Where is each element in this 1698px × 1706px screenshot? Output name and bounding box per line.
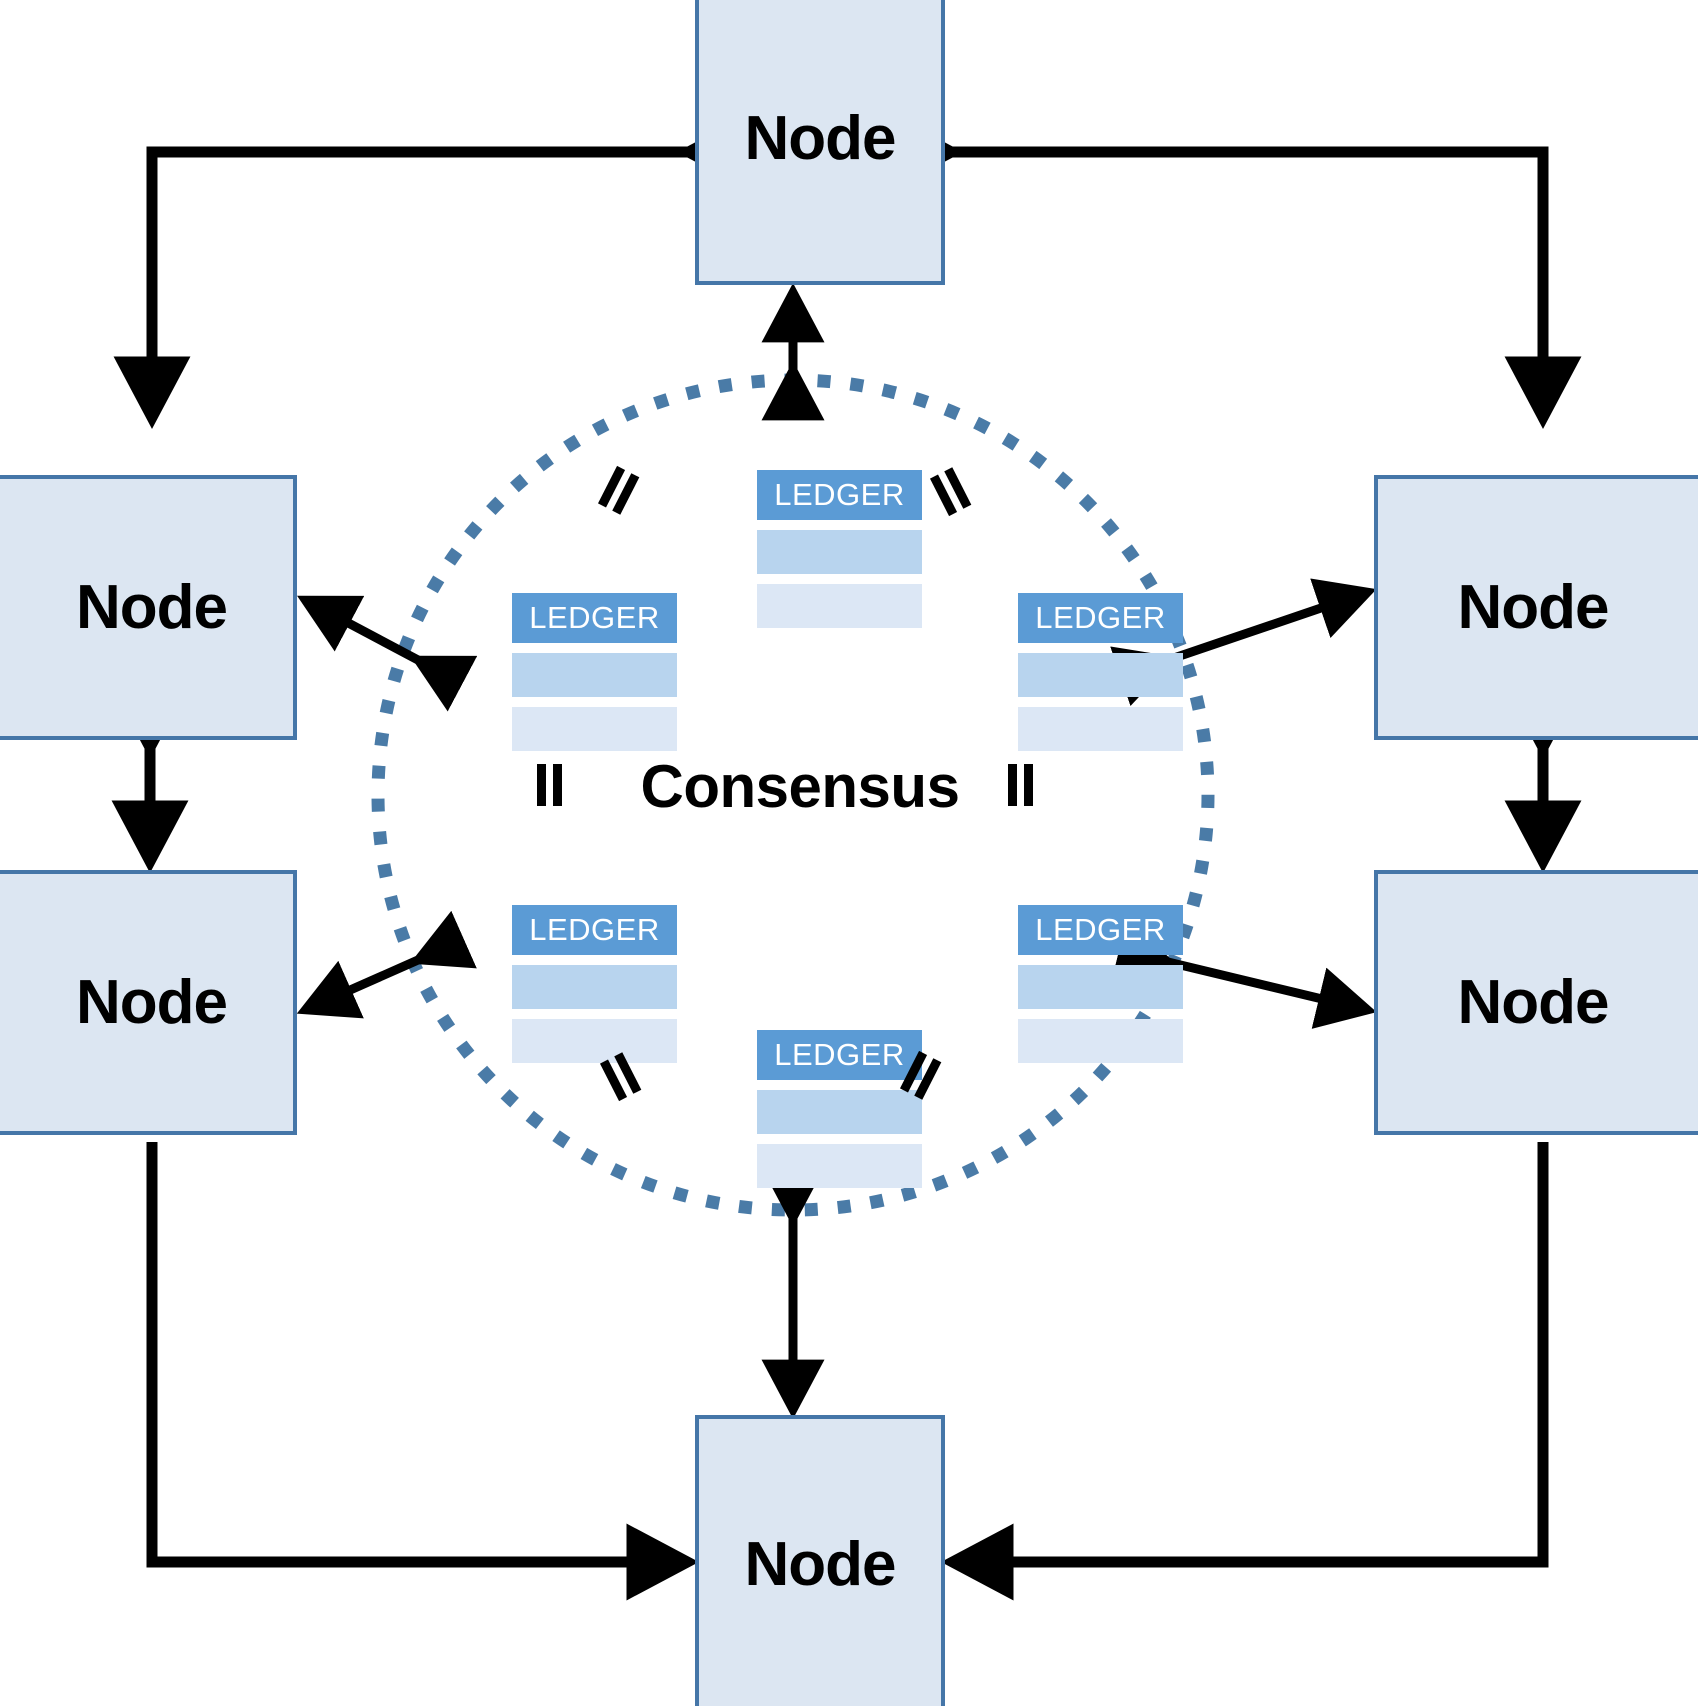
ledger-lower-right-row-2 (1018, 1019, 1183, 1063)
ledger-top[interactable]: LEDGER (757, 470, 922, 628)
node-bottom-label: Node (744, 1529, 897, 1599)
ledger-lower-left-header: LEDGER (512, 905, 677, 955)
ledger-upper-left-header: LEDGER (512, 593, 677, 643)
ledger-top-row-2 (757, 584, 922, 628)
node-left-lower[interactable]: Node (0, 870, 297, 1135)
ledger-bottom-header: LEDGER (757, 1030, 922, 1080)
ledger-upper-left-row-2 (512, 707, 677, 751)
node-left-upper[interactable]: Node (0, 475, 297, 740)
node-left-lower-label: Node (76, 967, 228, 1037)
equals-icon-top-right (927, 465, 976, 518)
ledger-bottom[interactable]: LEDGER (757, 1030, 922, 1188)
node-bottom[interactable]: Node (695, 1415, 945, 1706)
ledger-top-row-1 (757, 530, 922, 574)
node-right-lower-label: Node (1457, 967, 1610, 1037)
equals-icon-mid-left (534, 764, 568, 806)
ledger-upper-right-row-2 (1018, 707, 1183, 751)
ledger-lower-right-row-1 (1018, 965, 1183, 1009)
arrow-right-lower-to-bottom (940, 1142, 1549, 1601)
arrow-top-to-left-upper (113, 113, 750, 430)
ledger-bottom-row-2 (757, 1144, 922, 1188)
arrow-circle-to-node-left-lower (296, 910, 477, 1019)
node-right-upper[interactable]: Node (1374, 475, 1698, 740)
ledger-lower-left-row-2 (512, 1019, 677, 1063)
ledger-top-header: LEDGER (757, 470, 922, 520)
arrow-top-to-right-upper (890, 113, 1582, 430)
ledger-lower-left-row-1 (512, 965, 677, 1009)
arrow-circle-to-node-left-upper (297, 595, 478, 712)
equals-icon-top-left (595, 465, 644, 518)
ledger-upper-right-row-1 (1018, 653, 1183, 697)
arrow-circle-to-node-right-upper (1110, 578, 1377, 707)
arrow-left-lower-to-bottom (146, 1142, 700, 1601)
consensus-label: Consensus (640, 753, 960, 820)
ledger-upper-left-row-1 (512, 653, 677, 697)
ledger-lower-left[interactable]: LEDGER (512, 905, 677, 1063)
ledger-lower-right[interactable]: LEDGER (1018, 905, 1183, 1063)
node-right-lower[interactable]: Node (1374, 870, 1698, 1135)
node-right-upper-label: Node (1457, 572, 1610, 642)
ledger-bottom-row-1 (757, 1090, 922, 1134)
ledger-upper-right[interactable]: LEDGER (1018, 593, 1183, 751)
node-top[interactable]: Node (695, 0, 945, 285)
node-left-upper-label: Node (76, 572, 228, 642)
ledger-upper-left[interactable]: LEDGER (512, 593, 677, 751)
ledger-lower-right-header: LEDGER (1018, 905, 1183, 955)
equals-icon-mid-right (1005, 764, 1039, 806)
node-top-label: Node (744, 103, 897, 173)
arrow-circle-to-node-right-lower (1111, 919, 1377, 1029)
ledger-upper-right-header: LEDGER (1018, 593, 1183, 643)
